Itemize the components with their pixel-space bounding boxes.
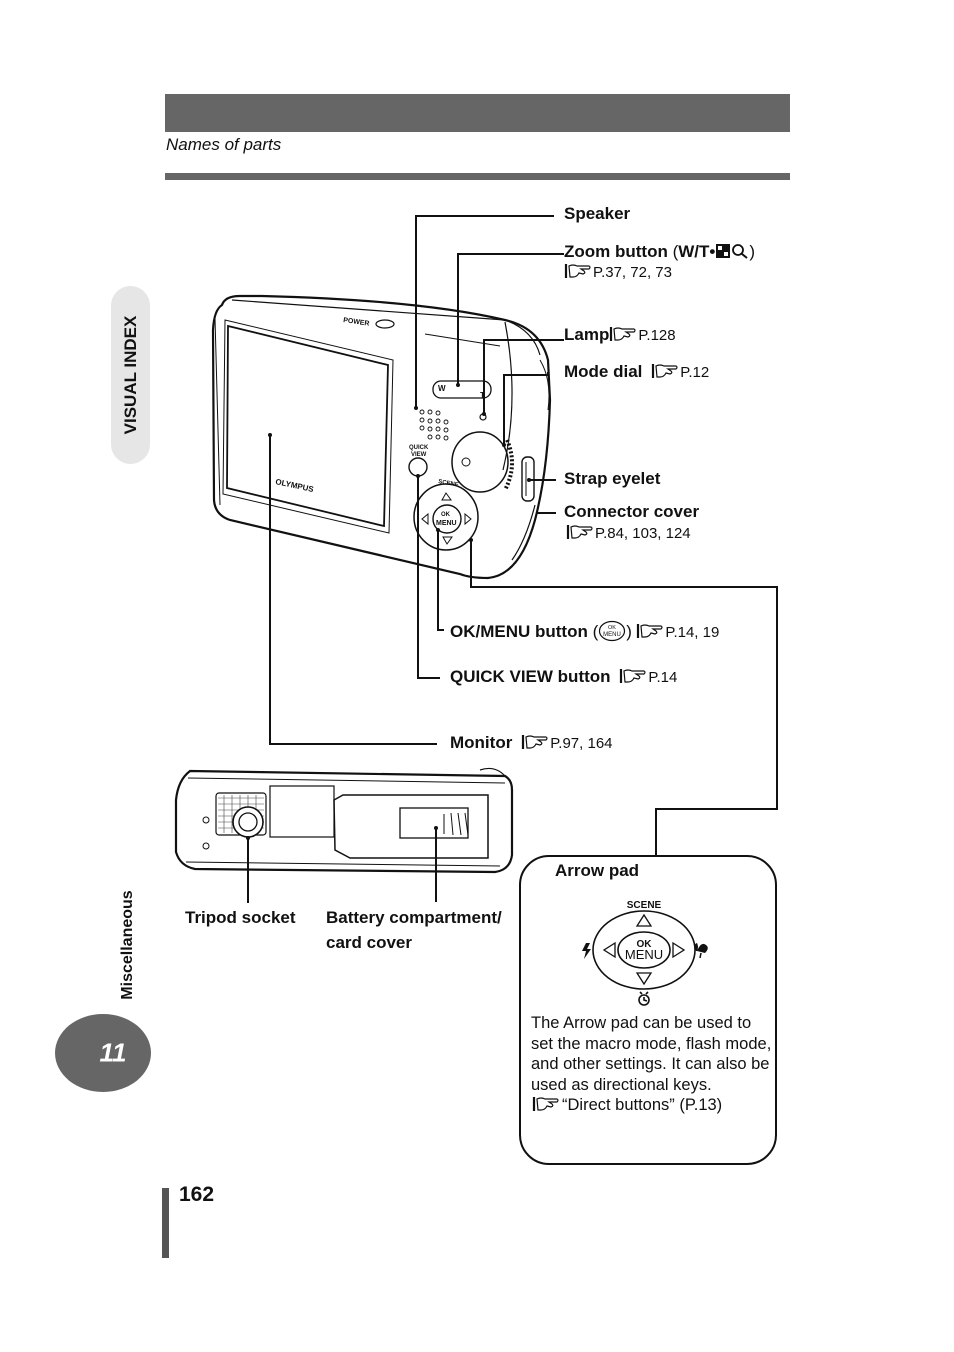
svg-text:OK: OK xyxy=(441,512,451,518)
svg-text:VIEW: VIEW xyxy=(411,452,427,458)
camera-bottom-view xyxy=(174,767,514,874)
page-ref-icon xyxy=(636,623,664,639)
battery-cover-label-line2: card cover xyxy=(326,933,412,952)
section-title: Names of parts xyxy=(166,135,282,154)
header-bar xyxy=(165,94,790,132)
lamp-ref: P.128 xyxy=(638,327,676,344)
svg-text:POWER: POWER xyxy=(343,317,370,328)
visual-index-tab[interactable]: VISUAL INDEX xyxy=(111,286,150,464)
flash-icon xyxy=(582,943,591,959)
svg-text:MENU: MENU xyxy=(603,632,621,638)
svg-text:T: T xyxy=(480,391,485,400)
arrow-pad-box xyxy=(519,855,777,1165)
ok-menu-ref: P.14, 19 xyxy=(665,624,720,641)
leader-dots xyxy=(246,383,531,840)
lamp-callout: Lamp P.128 xyxy=(564,325,676,345)
leader-lines xyxy=(247,215,778,903)
monitor-ref: P.97, 164 xyxy=(550,735,613,752)
lamp-label: Lamp xyxy=(564,325,610,344)
arrow-pad-description-text: The Arrow pad can be used to set the mac… xyxy=(531,1014,772,1094)
page-ref-icon xyxy=(564,263,592,279)
camera-back-view xyxy=(211,294,552,580)
camera-back-text: POWER OLYMPUS QUICK VIEW SCENE OK MENU W… xyxy=(275,317,485,527)
mode-dial-label: Mode dial xyxy=(564,362,643,381)
header-rule xyxy=(165,173,790,180)
page-ref-icon xyxy=(651,363,679,379)
svg-text:SCENE: SCENE xyxy=(438,479,459,488)
mode-dial-callout: Mode dial P.12 xyxy=(564,362,709,382)
chapter-badge: 11 xyxy=(55,1014,151,1092)
zoom-button-callout: Zoom button (W/T•) P.37, 72, 73 xyxy=(564,242,755,281)
battery-cover-label-line1: Battery compartment/ xyxy=(326,908,502,927)
page-ref-icon xyxy=(531,1096,561,1112)
index-magnify-icon xyxy=(716,244,748,259)
svg-text:W: W xyxy=(438,384,446,393)
page-ref-icon xyxy=(619,668,647,684)
connector-cover-label: Connector cover xyxy=(564,502,700,521)
connector-cover-ref: P.84, 103, 124 xyxy=(595,525,691,542)
svg-text:MENU: MENU xyxy=(625,947,663,962)
svg-text:MENU: MENU xyxy=(436,520,457,527)
monitor-callout: Monitor P.97, 164 xyxy=(450,733,613,753)
zoom-ref: P.37, 72, 73 xyxy=(593,264,672,281)
svg-text:SCENE: SCENE xyxy=(627,900,662,911)
page-ref-icon xyxy=(566,524,594,540)
page-number: 162 xyxy=(179,1183,215,1206)
zoom-paren-open: ( xyxy=(667,242,679,261)
page-ref-icon xyxy=(609,326,637,342)
tripod-socket-label: Tripod socket xyxy=(185,908,296,927)
ok-menu-label: OK/MENU button xyxy=(450,622,588,641)
ok-menu-paren-open: ( xyxy=(587,622,599,641)
mode-dial-ref: P.12 xyxy=(680,364,710,381)
arrow-pad-title: Arrow pad xyxy=(555,861,640,880)
page-bar xyxy=(162,1188,169,1258)
speaker-label: Speaker xyxy=(564,204,631,223)
arrow-pad-illustration: SCENE OK MENU xyxy=(582,900,708,1006)
arrow-pad-description: The Arrow pad can be used to set the mac… xyxy=(531,1013,777,1116)
page-ref-icon xyxy=(521,734,549,750)
svg-text:OLYMPUS: OLYMPUS xyxy=(275,477,315,494)
svg-text:OK: OK xyxy=(637,939,653,950)
macro-icon xyxy=(694,943,708,959)
quick-view-label: QUICK VIEW button xyxy=(450,667,611,686)
zoom-label: Zoom button xyxy=(564,242,668,261)
monitor-label: Monitor xyxy=(450,733,513,752)
strap-eyelet-label: Strap eyelet xyxy=(564,469,661,488)
zoom-spec: W/T• xyxy=(678,242,716,261)
self-timer-icon xyxy=(638,991,650,1006)
svg-text:QUICK: QUICK xyxy=(409,445,429,451)
svg-text:OK: OK xyxy=(608,625,616,631)
ok-menu-paren-close: ) xyxy=(626,622,632,641)
chapter-number: 11 xyxy=(99,1037,127,1068)
zoom-paren-close: ) xyxy=(749,242,756,261)
quick-view-ref: P.14 xyxy=(648,669,678,686)
arrow-pad-ref: “Direct buttons” (P.13) xyxy=(562,1096,723,1115)
quick-view-callout: QUICK VIEW button P.14 xyxy=(450,667,677,687)
connector-cover-callout: Connector cover P.84, 103, 124 xyxy=(564,502,699,542)
